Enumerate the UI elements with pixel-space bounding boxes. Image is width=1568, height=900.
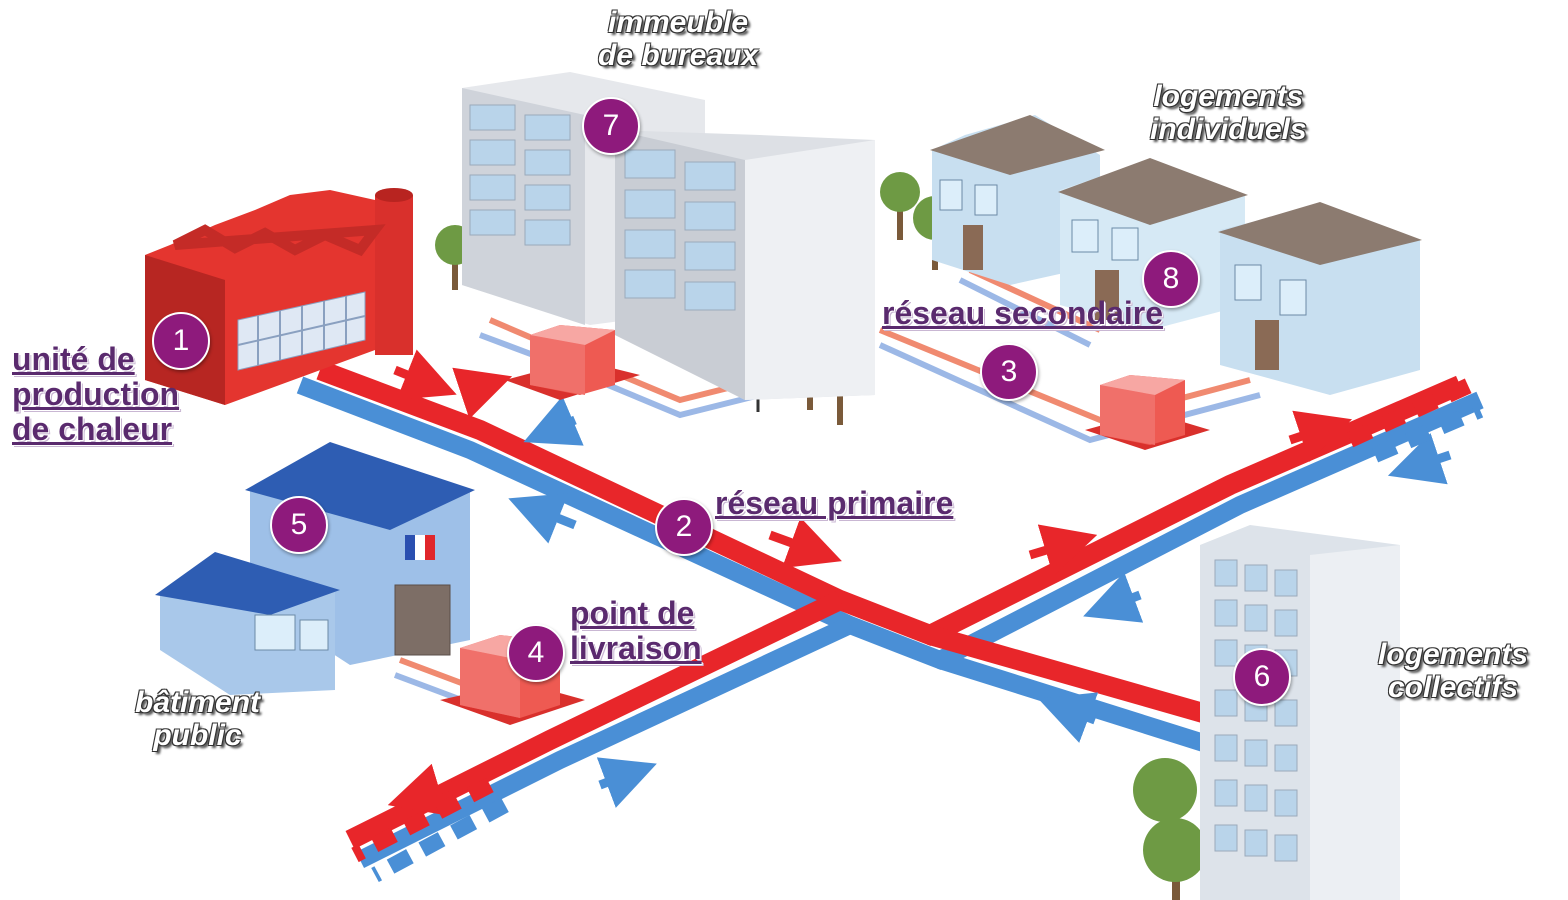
substation-houses (1085, 375, 1210, 450)
heat-unit-line-2: production (12, 376, 180, 413)
badge-1: 1 (152, 312, 210, 370)
heat-unit-line-3: de chaleur (12, 411, 173, 448)
individual-housing-caption: logements individuels (1150, 80, 1307, 146)
office-caption-line-2: de bureaux (598, 39, 759, 72)
public-caption-line-1: bâtiment (135, 686, 261, 719)
pipe-continuations (351, 377, 1484, 883)
badge-2: 2 (655, 498, 713, 556)
factory (145, 188, 413, 405)
substation-office (505, 325, 640, 400)
public-caption-line-2: public (153, 719, 242, 752)
badge-5: 5 (270, 496, 328, 554)
flow-arrows (387, 349, 1452, 816)
heat-unit-line-1: unité de (12, 341, 135, 377)
delivery-point-line-2: livraison (570, 630, 702, 667)
badge-4: 4 (507, 624, 565, 682)
heat-production-unit-link[interactable]: unité de production de chaleur (12, 341, 180, 448)
secondary-network-link[interactable]: réseau secondaire (882, 295, 1164, 331)
badge-6: 6 (1233, 648, 1291, 706)
public-building (155, 442, 475, 695)
collective-caption-line-1: logements (1378, 638, 1529, 671)
office-caption-line-1: immeuble (608, 6, 749, 39)
office-building-caption: immeuble de bureaux (598, 6, 758, 72)
primary-network-link[interactable]: réseau primaire (715, 485, 954, 521)
office-building (462, 72, 875, 400)
badge-7: 7 (582, 97, 640, 155)
collective-housing-caption: logements collectifs (1378, 638, 1528, 704)
collective-housing-tower (1200, 525, 1400, 900)
individual-houses (930, 115, 1422, 395)
delivery-point-line-1: point de (570, 595, 695, 631)
individual-caption-line-2: individuels (1150, 113, 1307, 146)
badge-8: 8 (1142, 250, 1200, 308)
french-flag-icon (405, 535, 435, 560)
public-building-caption: bâtiment public (135, 686, 260, 752)
delivery-point-link[interactable]: point de livraison (570, 595, 702, 667)
individual-caption-line-1: logements (1153, 80, 1304, 113)
collective-caption-line-2: collectifs (1387, 671, 1519, 704)
badge-3: 3 (980, 343, 1038, 401)
